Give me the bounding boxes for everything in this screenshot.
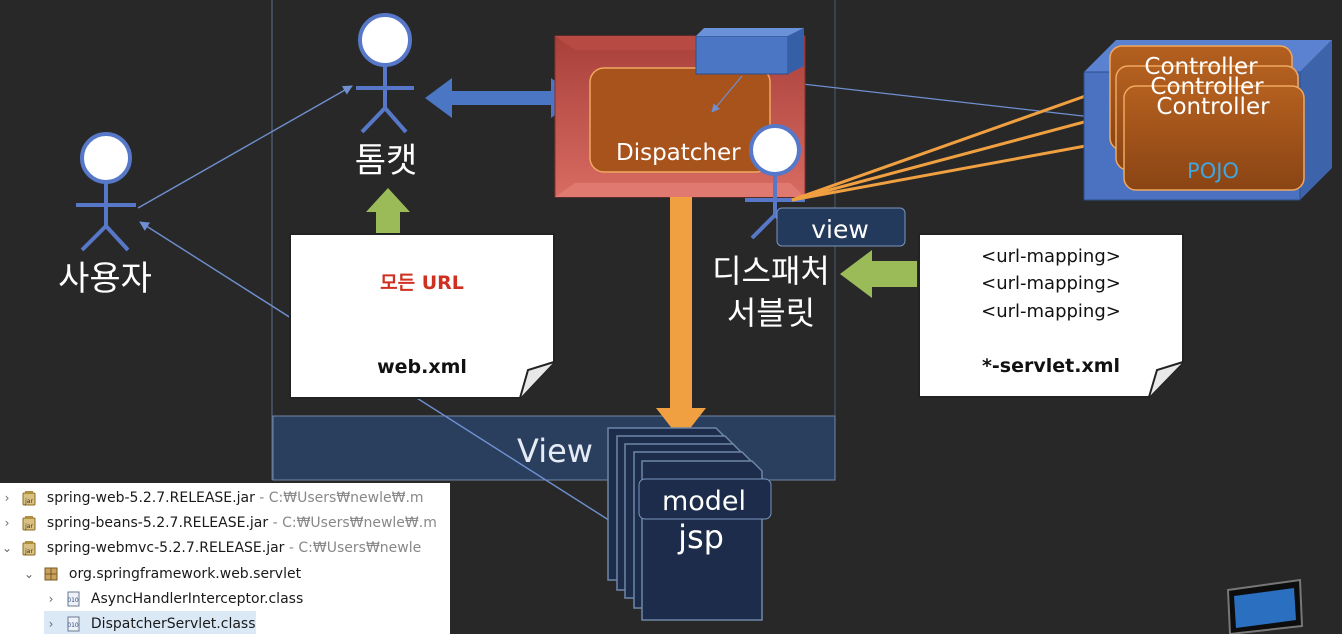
tree-item-name: AsyncHandlerInterceptor.class [90,591,304,607]
class-file-icon: 010 [68,616,80,632]
web-xml-note [289,233,555,399]
svg-text:010: 010 [68,597,80,604]
web-xml-to-tomcat-arrow [366,188,410,234]
chevron-right-icon[interactable]: › [48,617,54,631]
tree-item-spring-webmvc[interactable]: ⌄ jar spring-webmvc-5.2.7.RELEASE.jar - … [0,535,421,561]
model-label: model [662,486,746,517]
dispatcher-servlet-label-line1: 디스패처 [712,252,830,290]
url-mapping-line-3: <url-mapping> [981,301,1121,322]
tomcat-figure-icon [356,13,414,134]
tree-item-package[interactable]: ⌄ org.springframework.web.servlet [22,561,301,587]
class-file-icon: 010 [68,591,80,607]
tree-item-path: - C:₩Users₩newle₩.m [254,490,424,506]
block-to-dispatcher-line [711,75,743,113]
dispatcher-to-controllers-arrows [791,84,1121,202]
dispatcher-label: Dispatcher [616,140,741,166]
tree-item-spring-web[interactable]: › jar spring-web-5.2.7.RELEASE.jar - C:₩… [0,485,424,511]
jar-icon: jar [22,541,36,556]
dispatcher-box [554,35,806,198]
servlet-xml-to-dispatcher-arrow [840,250,917,298]
monitor-icon [1226,578,1304,634]
tree-item-name: spring-beans-5.2.7.RELEASE.jar [46,515,269,531]
tree-item-async-handler[interactable]: › 010 AsyncHandlerInterceptor.class [44,586,304,612]
view-tag-label: view [811,215,869,244]
svg-text:jar: jar [25,498,34,505]
chevron-right-icon[interactable]: › [4,516,10,530]
tomcat-label: 톰캣 [355,141,418,181]
tree-item-spring-beans[interactable]: › jar spring-beans-5.2.7.RELEASE.jar - C… [0,510,437,536]
svg-text:010: 010 [68,622,80,629]
jar-icon: jar [22,516,36,531]
svg-text:jar: jar [25,523,34,530]
user-to-tomcat-line [137,85,353,209]
view-tag [776,207,906,247]
pojo-label: POJO [1187,159,1239,183]
jar-icon: jar [22,491,36,506]
user-figure-icon [76,132,136,252]
servlet-xml-filename: *-servlet.xml [982,355,1120,377]
tree-item-name: spring-web-5.2.7.RELEASE.jar [46,490,255,506]
tree-item-name: spring-webmvc-5.2.7.RELEASE.jar [46,540,285,556]
tree-item-name: DispatcherServlet.class [90,616,256,632]
tree-item-dispatcher-servlet[interactable]: › 010 DispatcherServlet.class [44,611,256,634]
dispatcher-to-controller-line [749,77,1119,124]
package-icon [44,567,58,581]
user-label: 사용자 [58,259,152,299]
web-xml-content: 모든 URL [380,272,464,294]
tree-item-path: - C:₩Users₩newle [284,540,422,556]
chevron-right-icon[interactable]: › [48,592,54,606]
tomcat-dispatcher-double-arrow [425,78,578,118]
model-tag [638,478,772,520]
tree-item-path: - C:₩Users₩newle₩.m [268,515,437,531]
jsp-label: jsp [677,518,724,556]
view-band-label: View [517,432,593,470]
chevron-right-icon[interactable]: › [4,491,10,505]
dispatcher-servlet-label-line2: 서블릿 [727,294,815,332]
controller-label-3: Controller [1156,94,1270,120]
chevron-down-icon[interactable]: ⌄ [23,567,35,581]
dispatcher-to-jsp-arrow [656,197,706,440]
url-mapping-line-1: <url-mapping> [981,246,1121,267]
chevron-down-icon[interactable]: ⌄ [1,541,13,555]
package-explorer: › jar spring-web-5.2.7.RELEASE.jar - C:₩… [0,483,450,634]
svg-text:jar: jar [25,548,34,555]
url-mapping-line-2: <url-mapping> [981,273,1121,294]
tree-item-name: org.springframework.web.servlet [68,566,302,582]
dispatcher-blue-block [695,28,804,75]
controller-stack [1109,45,1305,191]
dispatcher-servlet-figure-icon [745,124,805,240]
servlet-xml-note [918,233,1184,398]
web-xml-filename: web.xml [377,356,467,378]
controller-label-2: Controller [1150,74,1264,100]
controller-label-1: Controller [1144,54,1258,80]
